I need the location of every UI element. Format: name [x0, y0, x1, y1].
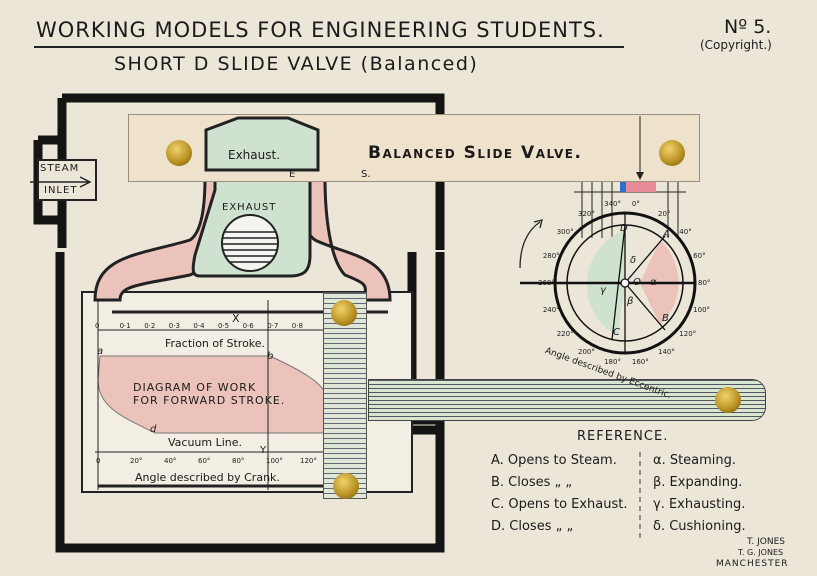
rod-pivot[interactable]: [715, 387, 741, 413]
dial-gamma: γ: [600, 285, 606, 296]
point-b: b: [267, 351, 274, 362]
fraction-tick: 0·7: [267, 322, 279, 330]
rotation-arrow: [519, 219, 543, 269]
eccentric-ring-label: 340°: [604, 200, 621, 209]
fraction-tick: 0·8: [291, 322, 303, 330]
copyright-notice: (Copyright.): [700, 38, 772, 52]
fraction-tick: 0·3: [168, 322, 180, 330]
crank-angle-label: Angle described by Crank.: [135, 471, 280, 484]
fraction-tick: 0·1: [119, 322, 131, 330]
maker-line-3: MANCHESTER: [716, 559, 789, 569]
card-title: WORKING MODELS FOR ENGINEERING STUDENTS.: [36, 18, 605, 42]
axis-x-label: X: [232, 312, 240, 325]
dial-point-o: O: [633, 277, 641, 288]
work-diagram-area: [97, 355, 327, 434]
point-a: a: [97, 346, 104, 357]
piston-rule[interactable]: [323, 292, 367, 499]
dial-point-d: D: [620, 223, 628, 234]
maker-line-2: T. G. JONES: [738, 548, 784, 557]
crank-angle-tick: 0: [96, 457, 101, 465]
crank-angle-tick: 20°: [130, 457, 143, 465]
reference-left-3: C. Opens to Exhaust.: [491, 497, 628, 512]
reference-left-2: B. Closes „ „: [491, 475, 573, 490]
fraction-tick: 0·4: [193, 322, 205, 330]
crank-angle-tick: 80°: [232, 457, 245, 465]
dial-point-c: C: [613, 327, 620, 338]
axis-y-label: Y: [260, 445, 267, 456]
work-diagram-title-2: FOR FORWARD STROKE.: [133, 394, 286, 407]
eccentric-ring-label: 260°: [538, 279, 555, 287]
reference-right-1: α. Steaming.: [653, 453, 737, 468]
crank-angle-tick: 120°: [300, 457, 317, 465]
dial-beta: β: [627, 296, 634, 307]
eccentric-ring-label: 80°: [698, 279, 711, 287]
exhaust-pipe-section: [221, 214, 279, 272]
reference-right-4: δ. Cushioning.: [653, 519, 746, 534]
eccentric-ring-label: 100°: [693, 306, 711, 315]
dial-mark-blue: [620, 182, 626, 192]
eccentric-ring-label: 20°: [658, 209, 671, 218]
exhaust-chamber-label: EXHAUST: [222, 202, 277, 213]
eccentric-ring-label: 300°: [556, 227, 574, 236]
crank-angle-tick: 40°: [164, 457, 177, 465]
dial-centre: [620, 278, 630, 288]
eccentric-ring-label: 40°: [679, 227, 692, 236]
reference-right-2: β. Expanding.: [653, 475, 743, 490]
fraction-tick: 0·2: [144, 322, 156, 330]
dial-delta: δ: [630, 255, 637, 266]
valve-exhaust-label: Exhaust.: [228, 148, 281, 162]
eccentric-ring-label: 60°: [693, 251, 706, 260]
port-label-e: E: [289, 169, 296, 180]
strip-title: Balanced Slide Valve.: [368, 143, 583, 163]
fraction-tick: 0·5: [218, 322, 230, 330]
reference-left-1: A. Opens to Steam.: [491, 453, 617, 468]
eccentric-ring-label: 0°: [631, 200, 640, 209]
eccentric-ring-label: 120°: [679, 330, 697, 339]
maker-line-1: T. JONES: [747, 537, 786, 547]
dial-point-b: B: [662, 313, 669, 324]
reference-right-3: γ. Exhausting.: [653, 497, 746, 512]
work-diagram-title-1: DIAGRAM OF WORK: [133, 381, 257, 394]
eccentric-ring-label: 180°: [604, 357, 621, 366]
vacuum-line-label: Vacuum Line.: [168, 436, 243, 449]
dial-point-a: A: [663, 229, 670, 240]
card-subtitle: SHORT D SLIDE VALVE (Balanced): [114, 53, 479, 75]
crank-angle-tick: 100°: [266, 457, 283, 465]
rule-pivot-top[interactable]: [331, 300, 357, 326]
steam-inlet-label-2: INLET: [44, 185, 78, 196]
title-underline: [34, 46, 624, 48]
piston-rod[interactable]: [368, 379, 766, 421]
card-number: Nº 5.: [724, 16, 772, 38]
rule-pivot-bottom[interactable]: [333, 473, 359, 499]
port-label-s: S.: [361, 169, 371, 180]
strip-pivot-left[interactable]: [166, 140, 192, 166]
crank-angle-tick: 60°: [198, 457, 211, 465]
eccentric-ring-label: 320°: [578, 209, 595, 218]
point-d: d: [150, 424, 157, 435]
steam-inlet-arrow: [30, 176, 92, 188]
dial-mark-red: [626, 182, 656, 192]
exhaust-pipe-hatching: [223, 231, 277, 263]
fraction-of-stroke-label: Fraction of Stroke.: [165, 337, 266, 350]
steam-inlet-label-1: STEAM: [40, 163, 80, 174]
fraction-tick: 0·6: [242, 322, 254, 330]
eccentric-ring-label: 160°: [631, 357, 649, 366]
dial-alpha: α: [650, 277, 657, 288]
eccentric-ring-label: 240°: [542, 306, 560, 315]
eccentric-ring-label: 280°: [542, 251, 560, 260]
eccentric-ring-label: 140°: [658, 348, 675, 357]
eccentric-ring-label: 200°: [578, 348, 595, 357]
strip-pivot-right[interactable]: [659, 140, 685, 166]
reference-title: REFERENCE.: [577, 429, 669, 444]
reference-left-4: D. Closes „ „: [491, 519, 574, 534]
fraction-tick: 0: [95, 322, 100, 330]
eccentric-ring-label: 220°: [556, 330, 574, 339]
